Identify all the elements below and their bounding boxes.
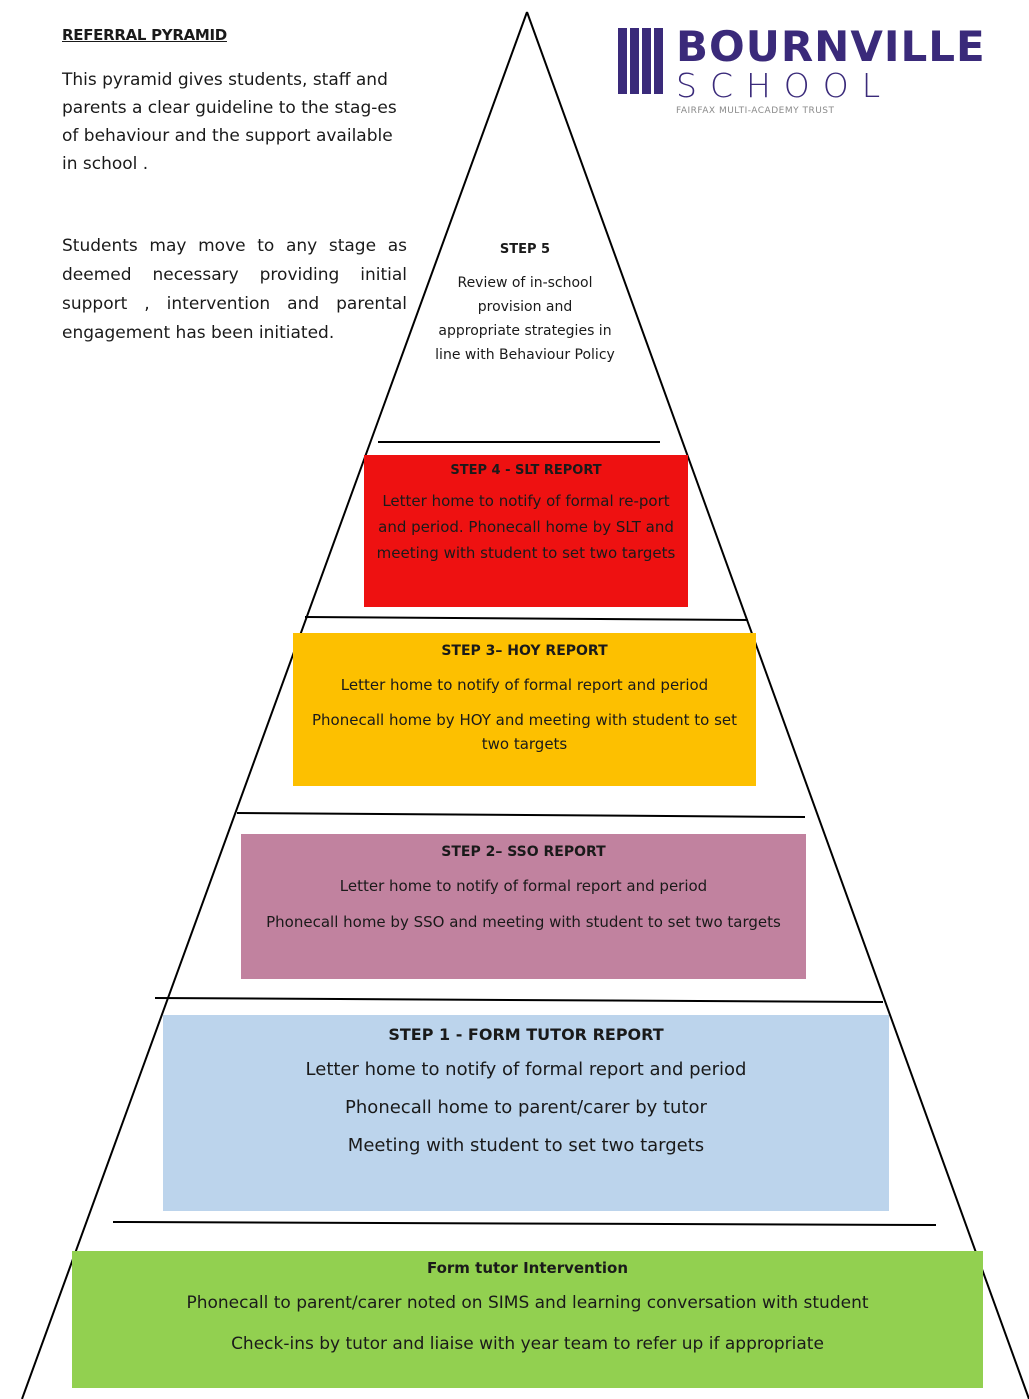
step4-title: STEP 4 - SLT REPORT	[450, 463, 602, 478]
logo-school: SCHOOL	[676, 66, 894, 105]
logo-name: BOURNVILLE	[676, 22, 986, 71]
step1-title: STEP 1 - FORM TUTOR REPORT	[388, 1025, 664, 1044]
pyramid-left-edge	[21, 11, 528, 1399]
step3-title: STEP 3– HOY REPORT	[441, 643, 608, 659]
step3-line1: Letter home to notify of formal report a…	[340, 676, 709, 694]
step5-text: Review of in-school provision and approp…	[435, 275, 615, 363]
step1-line3: Meeting with student to set two targets	[347, 1135, 705, 1156]
intro-text: This pyramid gives students, staff and p…	[62, 70, 397, 174]
divider-step4	[304, 616, 749, 621]
step3-line2: Phonecall home by HOY and meeting with s…	[311, 711, 738, 753]
divider-step1	[112, 1221, 937, 1226]
logo-bars-icon	[618, 28, 666, 98]
school-logo: BOURNVILLE SCHOOL FAIRFAX MULTI-ACADEMY …	[610, 20, 1000, 116]
logo-trust: FAIRFAX MULTI-ACADEMY TRUST	[676, 106, 835, 116]
step4-text: Letter home to notify of formal re-port …	[376, 492, 676, 562]
intro-text-2: Students may move to any stage as deemed…	[62, 236, 407, 343]
step5-section: STEP 5 Review of in-school provision and…	[435, 242, 615, 367]
step2-title: STEP 2– SSO REPORT	[441, 844, 606, 860]
base-line2: Check-ins by tutor and liaise with year …	[231, 1334, 824, 1354]
divider-step2	[154, 997, 884, 1003]
pyramid-right-edge	[526, 11, 1029, 1399]
step3-box: STEP 3– HOY REPORT Letter home to notify…	[293, 633, 756, 786]
step4-box: STEP 4 - SLT REPORT Letter home to notif…	[364, 455, 688, 607]
step2-box: STEP 2– SSO REPORT Letter home to notify…	[241, 834, 806, 979]
page-heading: REFERRAL PYRAMID	[62, 26, 227, 44]
step1-box: STEP 1 - FORM TUTOR REPORT Letter home t…	[163, 1015, 889, 1211]
step2-line2: Phonecall home by SSO and meeting with s…	[266, 913, 781, 931]
divider-step3	[236, 812, 806, 818]
base-line1: Phonecall to parent/carer noted on SIMS …	[186, 1293, 869, 1313]
base-box: Form tutor Intervention Phonecall to par…	[72, 1251, 983, 1388]
step2-line1: Letter home to notify of formal report a…	[339, 877, 708, 895]
step5-title: STEP 5	[499, 242, 551, 257]
step1-line2: Phonecall home to parent/carer by tutor	[345, 1097, 707, 1118]
base-title: Form tutor Intervention	[426, 1259, 629, 1277]
step1-line1: Letter home to notify of formal report a…	[305, 1059, 747, 1080]
